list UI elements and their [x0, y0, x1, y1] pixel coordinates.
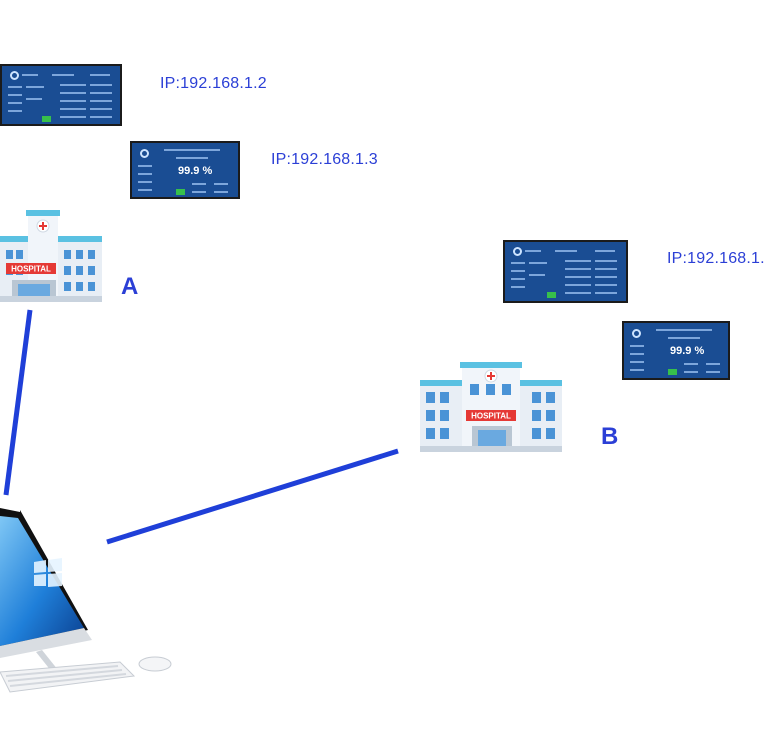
hospital-a-sign: HOSPITAL — [11, 265, 51, 274]
hospital-icon: HOSPITAL — [0, 210, 102, 302]
computer-icon — [0, 508, 172, 693]
site-label-a: A — [121, 273, 139, 300]
site-label-b: B — [601, 423, 619, 450]
mouse-icon — [138, 656, 172, 672]
display-screen-b1 — [503, 240, 628, 303]
keyboard-icon — [0, 661, 136, 693]
windows-logo-icon — [34, 558, 62, 587]
hospital-icon: HOSPITAL — [420, 362, 562, 452]
ip-label-a-secondary: IP:192.168.1.3 — [271, 151, 378, 168]
ip-label-a-primary: IP:192.168.1.2 — [160, 75, 267, 92]
link-computer-to-b — [106, 448, 399, 545]
screen-b2-reading: 99.9 % — [670, 345, 705, 357]
ip-label-b-primary: IP:192.168.1. — [667, 250, 765, 267]
link-a-to-computer — [3, 309, 33, 496]
hospital-b-sign: HOSPITAL — [471, 412, 511, 421]
display-screen-a2: 99.9 % — [130, 141, 240, 199]
screen-a2-reading: 99.9 % — [178, 165, 213, 177]
display-screen-b2: 99.9 % — [622, 321, 730, 380]
display-screen-a1 — [0, 64, 122, 126]
